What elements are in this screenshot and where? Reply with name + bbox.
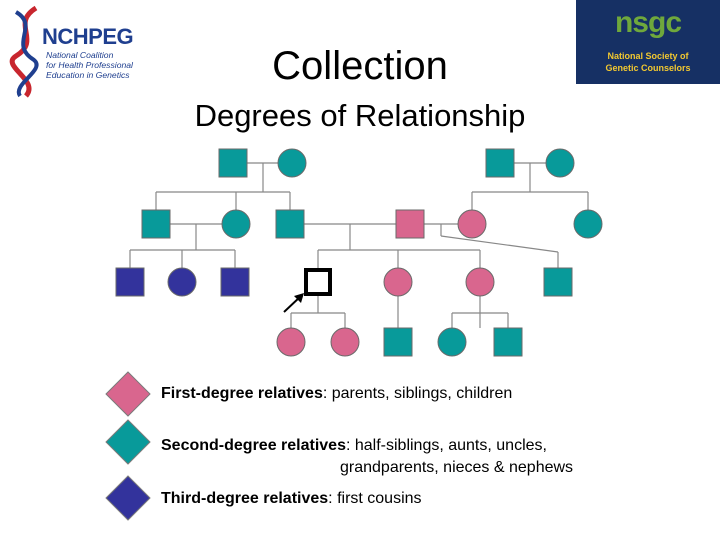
nsgc-mark: nsgc bbox=[614, 6, 682, 39]
legend-third-degree: Third-degree relatives: first cousins bbox=[161, 488, 422, 510]
legend-first-degree: First-degree relatives: parents, sibling… bbox=[161, 383, 512, 405]
pedigree-paternal-aunt-circle bbox=[221, 209, 251, 239]
third-degree-legend-swatch bbox=[105, 475, 151, 521]
pedigree-symbols bbox=[115, 148, 603, 357]
pedigree-father-square bbox=[275, 209, 305, 239]
pedigree-paternal-uncle-square bbox=[141, 209, 171, 239]
dna-helix-icon bbox=[9, 5, 39, 98]
pedigree-mat-grandmother-circle bbox=[545, 148, 575, 178]
legend-desc: : first cousins bbox=[328, 490, 422, 507]
pedigree-nephew-2-square bbox=[493, 327, 523, 357]
nsgc-fullname: National Society of Genetic Counselors bbox=[605, 51, 691, 73]
pedigree-proband-square bbox=[304, 268, 332, 296]
page-title: Collection bbox=[272, 44, 448, 88]
pedigree-sister-2-circle bbox=[465, 267, 495, 297]
pedigree-lines bbox=[129, 162, 589, 328]
pedigree-mat-grandfather-square bbox=[485, 148, 515, 178]
nsgc-logo: nsgc National Society of Genetic Counsel… bbox=[576, 0, 720, 84]
nchpeg-acronym: NCHPEG bbox=[42, 24, 134, 49]
pedigree-stepfather-circle bbox=[573, 209, 603, 239]
first-degree-legend-swatch bbox=[105, 371, 151, 417]
pedigree-daughter-2-circle bbox=[330, 327, 360, 357]
pedigree-pat-grandmother-circle bbox=[277, 148, 307, 178]
pedigree-mother-partner-circle bbox=[457, 209, 487, 239]
legend-desc-continuation: grandparents, nieces & nephews bbox=[340, 459, 574, 476]
pedigree-cousin-1-square bbox=[115, 267, 145, 297]
pedigree-nephew-1-square bbox=[383, 327, 413, 357]
pedigree-sister-1-circle bbox=[383, 267, 413, 297]
pedigree-half-brother-square bbox=[543, 267, 573, 297]
pedigree-daughter-1-circle bbox=[276, 327, 306, 357]
second-degree-legend-swatch bbox=[105, 419, 151, 465]
legend-desc: : half-siblings, aunts, uncles, bbox=[345, 437, 547, 454]
legend-second-degree: Second-degree relatives: half-siblings, … bbox=[161, 435, 573, 479]
legend-desc: : parents, siblings, children bbox=[322, 385, 513, 402]
pedigree-mother-square bbox=[395, 209, 425, 239]
legend-term: Third-degree relatives bbox=[161, 490, 329, 507]
pedigree-pat-grandfather-square bbox=[218, 148, 248, 178]
proband-arrow-icon bbox=[283, 293, 304, 313]
legend-term: First-degree relatives bbox=[161, 385, 323, 402]
pedigree-cousin-3-square bbox=[220, 267, 250, 297]
pedigree-cousin-2-circle bbox=[167, 267, 197, 297]
legend-term: Second-degree relatives bbox=[161, 437, 346, 454]
pedigree-niece-circle bbox=[437, 327, 467, 357]
nchpeg-logo: NCHPEG National Coalition for Health Pro… bbox=[6, 4, 156, 104]
nchpeg-fullname: National Coalition for Health Profession… bbox=[46, 50, 133, 80]
page-subtitle: Degrees of Relationship bbox=[194, 98, 526, 133]
